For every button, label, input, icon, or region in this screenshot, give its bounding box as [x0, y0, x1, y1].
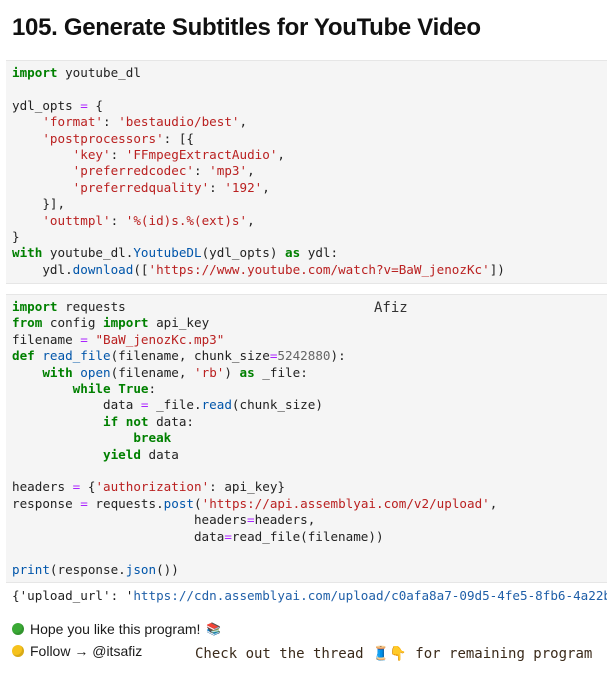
footer-line-2: Follow → @itsafiz: [12, 643, 142, 659]
watermark: Afiz: [374, 300, 408, 316]
footer-message: Hope you like this program!: [30, 621, 201, 637]
footer-line-1: Hope you like this program! 📚: [12, 621, 221, 637]
books-icon: 📚: [206, 622, 222, 636]
output-line: {'upload_url': 'https://cdn.assemblyai.c…: [6, 588, 607, 603]
output-prefix: {'upload_url': ': [12, 588, 134, 603]
output-url: https://cdn.assemblyai.com/upload/c0afa8…: [133, 588, 607, 603]
follow-text[interactable]: Follow → @itsafiz: [30, 643, 143, 659]
code-block-upload: import requests from config import api_k…: [12, 299, 498, 577]
yellow-circle-icon: [12, 645, 24, 657]
code-cell-1[interactable]: import youtube_dl ydl_opts = { 'format':…: [6, 60, 607, 284]
page-title: 105. Generate Subtitles for YouTube Vide…: [12, 14, 481, 41]
code-block-youtube-dl: import youtube_dl ydl_opts = { 'format':…: [12, 65, 505, 277]
thread-note: Check out the thread 🧵👇 for remaining pr…: [195, 646, 593, 662]
green-circle-icon: [12, 623, 24, 635]
code-cell-2[interactable]: import requests from config import api_k…: [6, 294, 607, 583]
